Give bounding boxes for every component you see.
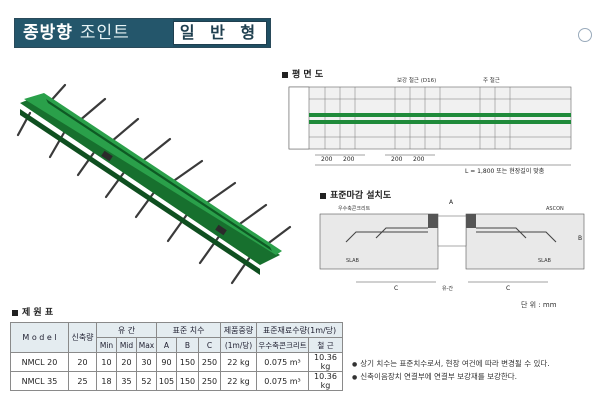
plan-end-block bbox=[288, 86, 310, 150]
joint-3d-illustration bbox=[16, 83, 292, 285]
note-text: 상기 치수는 표준치수로서, 현장 여건에 따라 변경될 수 있다. bbox=[360, 359, 550, 368]
cell-concrete: 0.075 m³ bbox=[256, 352, 309, 372]
col-weight: 제품중량 bbox=[220, 322, 257, 338]
concrete-right bbox=[465, 213, 585, 270]
col-rebar-sub: 철 근 bbox=[308, 337, 343, 353]
col-mid: Mid bbox=[116, 337, 137, 353]
table-row: NMCL 35 25 18 35 52 105 150 250 22 kg 0.… bbox=[10, 371, 343, 391]
bullet-icon: ● bbox=[352, 374, 358, 381]
install-dim-c-right: C bbox=[506, 285, 510, 292]
install-dim-center: 유-간 bbox=[442, 285, 453, 292]
cell-stretch: 25 bbox=[68, 371, 97, 391]
corner-circle-icon bbox=[578, 28, 592, 42]
col-concrete: 표준재료수량(1m/당) bbox=[256, 322, 343, 338]
plan-dim-1: 200 bbox=[321, 156, 333, 163]
unit-label: 단 위 : mm bbox=[521, 301, 557, 309]
note-item: ●상기 치수는 표준치수로서, 현장 여건에 따라 변경될 수 있다. bbox=[352, 358, 550, 371]
concrete-left bbox=[319, 213, 439, 270]
cell-mid: 35 bbox=[116, 371, 137, 391]
col-model: M o d e l bbox=[10, 322, 69, 353]
plan-joint-green-bottom bbox=[309, 120, 571, 124]
cell-b: 150 bbox=[176, 352, 199, 372]
col-c: C bbox=[198, 337, 221, 353]
joint-right-piece bbox=[466, 214, 476, 228]
plan-joint-green-top bbox=[309, 113, 571, 117]
cell-b: 150 bbox=[176, 371, 199, 391]
notes-block: ●상기 치수는 표준치수로서, 현장 여건에 따라 변경될 수 있다. ●신축이… bbox=[352, 358, 550, 384]
col-max: Max bbox=[136, 337, 157, 353]
cell-rebar: 10.36 kg bbox=[308, 371, 343, 391]
cell-weight: 22 kg bbox=[220, 371, 257, 391]
col-a: A bbox=[156, 337, 177, 353]
spec-subheader-row: Min Mid Max A B C (1m/당) 우수축콘크리트 철 근 bbox=[11, 337, 343, 353]
note-item: ●신축이음장치 연결부에 연결부 보강재를 보강한다. bbox=[352, 371, 550, 384]
col-std-size: 표준 치수 bbox=[156, 322, 221, 338]
cell-concrete: 0.075 m³ bbox=[256, 371, 309, 391]
cell-weight: 22 kg bbox=[220, 352, 257, 372]
joint-left-piece bbox=[428, 214, 438, 228]
install-detail-drawing: 우수축콘크리트 ASCON SLAB SLAB A B C C 유-간 bbox=[319, 199, 585, 292]
cell-rebar: 10.36 kg bbox=[308, 352, 343, 372]
cell-min: 10 bbox=[96, 352, 117, 372]
install-dim-b: B bbox=[578, 235, 582, 242]
cell-a: 90 bbox=[156, 352, 177, 372]
plan-length-note: L = 1,800 또는 현장길이 맞춤 bbox=[465, 167, 545, 175]
page-title: 종방향 조인트 bbox=[15, 19, 173, 47]
install-anchors bbox=[345, 227, 557, 243]
cell-min: 18 bbox=[96, 371, 117, 391]
install-top-left: 우수축콘크리트 bbox=[338, 205, 371, 212]
col-stretch: 신축량 bbox=[68, 322, 97, 353]
cell-c: 250 bbox=[198, 352, 221, 372]
title-thin: 조인트 bbox=[79, 23, 130, 43]
col-b: B bbox=[176, 337, 199, 353]
section-spec-label: 제 원 표 bbox=[12, 305, 53, 318]
spec-table: M o d e l 신축량 유 간 표준 치수 제품중량 표준재료수량(1m/당… bbox=[10, 322, 343, 391]
rail-groove bbox=[46, 99, 272, 251]
page-subtitle: 일 반 형 bbox=[173, 21, 267, 45]
section-plan-text: 평 면 도 bbox=[292, 70, 324, 80]
cell-model: NMCL 20 bbox=[10, 352, 69, 372]
plan-rebar-grid bbox=[309, 87, 571, 149]
connector-plate bbox=[101, 150, 113, 162]
spec-header-row: M o d e l 신축량 유 간 표준 치수 제품중량 표준재료수량(1m/당… bbox=[10, 322, 343, 353]
page-title-box: 종방향 조인트 일 반 형 bbox=[14, 18, 271, 48]
section-plan-label: 평 면 도 bbox=[282, 67, 323, 80]
cell-mid: 20 bbox=[116, 352, 137, 372]
rail-bottom-shadow bbox=[20, 109, 260, 275]
section-spec-text: 제 원 표 bbox=[22, 308, 54, 318]
note-text: 신축이음장치 연결부에 연결부 보강재를 보강한다. bbox=[360, 372, 518, 381]
title-bold: 종방향 bbox=[23, 23, 73, 43]
install-slab-left: SLAB bbox=[346, 258, 359, 264]
plan-dim-4: 200 bbox=[413, 156, 425, 163]
plan-dim-2: 200 bbox=[343, 156, 355, 163]
cell-max: 52 bbox=[136, 371, 157, 391]
rail-body-dark bbox=[20, 95, 280, 265]
cell-model: NMCL 35 bbox=[10, 371, 69, 391]
cell-stretch: 20 bbox=[68, 352, 97, 372]
section-install-label: 표준마감 설치도 bbox=[320, 188, 391, 201]
plan-view-drawing: 보강 철근 (D16) 주 철근 200 200 200 200 L = 1,8… bbox=[288, 76, 572, 175]
col-concrete-sub: 우수축콘크리트 bbox=[256, 337, 309, 353]
plan-rebar-label: 보강 철근 (D16) bbox=[397, 76, 436, 84]
col-gap: 유 간 bbox=[96, 322, 157, 338]
install-slab-right: SLAB bbox=[538, 258, 551, 264]
install-top-right: ASCON bbox=[546, 206, 564, 212]
table-row: NMCL 20 20 10 20 30 90 150 250 22 kg 0.0… bbox=[10, 352, 343, 372]
plan-dim-3: 200 bbox=[391, 156, 403, 163]
connector-plate bbox=[215, 224, 227, 236]
col-weight-unit: (1m/당) bbox=[220, 337, 257, 353]
install-dim-a: A bbox=[449, 199, 454, 206]
bullet-icon: ● bbox=[352, 361, 358, 368]
cell-a: 105 bbox=[156, 371, 177, 391]
install-dim-c-left: C bbox=[394, 285, 398, 292]
cell-c: 250 bbox=[198, 371, 221, 391]
cell-max: 30 bbox=[136, 352, 157, 372]
col-min: Min bbox=[96, 337, 117, 353]
gap-void bbox=[437, 215, 467, 247]
plan-dim-lines bbox=[315, 154, 571, 166]
section-install-text: 표준마감 설치도 bbox=[330, 191, 392, 201]
plan-joint-label: 주 철근 bbox=[483, 76, 500, 84]
plan-outline bbox=[288, 86, 572, 150]
